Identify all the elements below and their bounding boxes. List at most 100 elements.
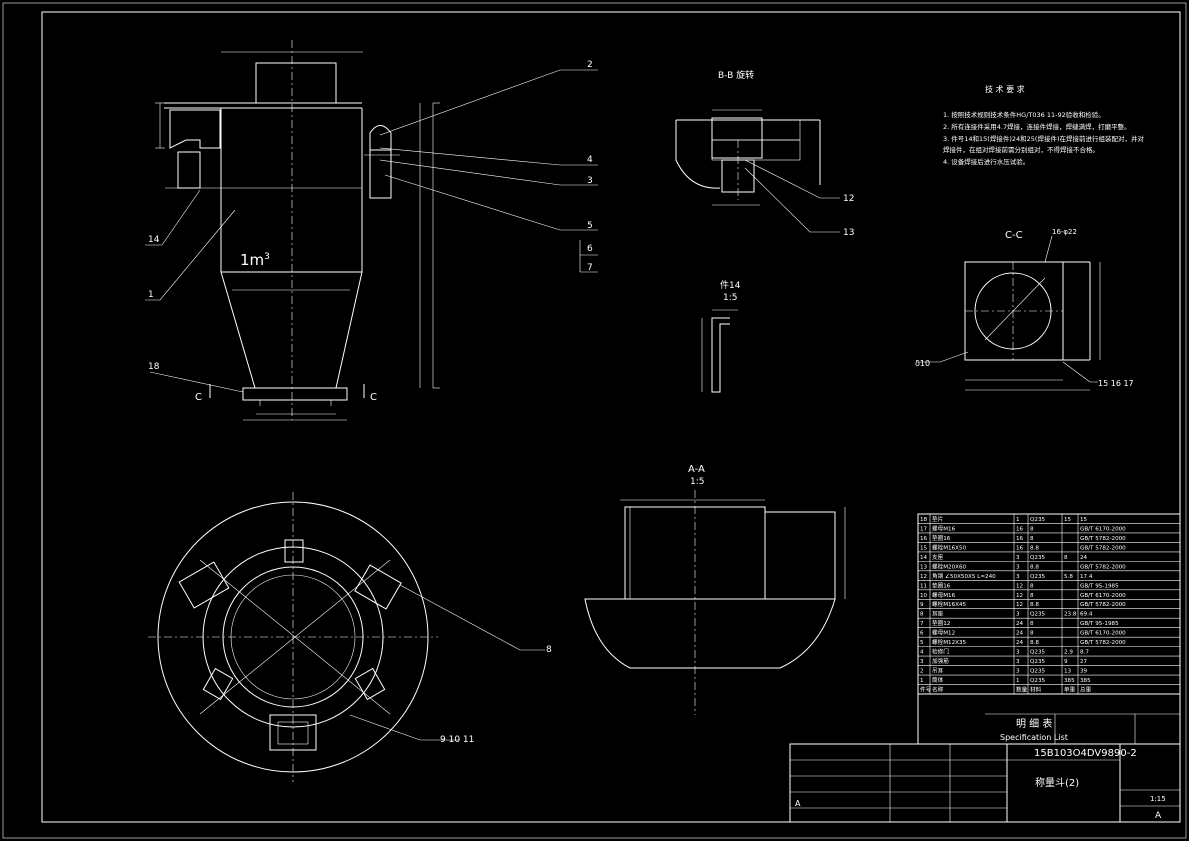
bom-cell: 12 bbox=[1016, 583, 1023, 589]
bom-cell: 15 bbox=[1080, 517, 1088, 523]
bom-cell: 9 bbox=[1064, 659, 1068, 665]
main-elevation-view: C C 1m3 2 4 3 5 6 7 14 1 18 bbox=[145, 40, 598, 421]
bom-cell: 8.8 bbox=[1030, 640, 1039, 646]
bom-cell: 吊耳 bbox=[932, 668, 944, 675]
bom-cell: 8 bbox=[1030, 593, 1034, 599]
callout-5: 5 bbox=[587, 221, 593, 231]
bom-header-cell: 数量 bbox=[1016, 686, 1028, 694]
bom-cell: 3 bbox=[1016, 669, 1020, 675]
bom-cell: GB/T 5782-2000 bbox=[1080, 640, 1126, 646]
bom-cell: 1 bbox=[1016, 678, 1020, 684]
bom-cell: 螺栓M20X60 bbox=[932, 562, 967, 570]
bom-cell: 24 bbox=[1016, 631, 1024, 637]
bom-cell: 8.7 bbox=[1080, 650, 1089, 656]
bom-cell: 垫圈16 bbox=[932, 534, 951, 542]
bom-cell: 12 bbox=[920, 574, 927, 580]
bom-cell: 螺栓M16X50 bbox=[932, 543, 967, 551]
bom-cell: Q235 bbox=[1030, 650, 1046, 656]
bom-cell: 支座 bbox=[932, 553, 944, 561]
callout-13: 13 bbox=[843, 228, 854, 238]
bom-cell: 加强筋 bbox=[932, 657, 949, 665]
bom-header-cell: 材料 bbox=[1030, 686, 1042, 694]
bom-cell: GB/T 95-1985 bbox=[1080, 583, 1119, 589]
bom-cell: 5 bbox=[920, 640, 924, 646]
bom-cell: 螺母M16 bbox=[932, 591, 956, 599]
bom-cell: 15 bbox=[920, 545, 928, 551]
bom-cell: 18 bbox=[920, 517, 928, 523]
bom-cell: 8.8 bbox=[1030, 602, 1039, 608]
bom-cell: 8 bbox=[1030, 621, 1034, 627]
bom-cell: 3 bbox=[920, 659, 924, 665]
callout-1: 1 bbox=[148, 290, 154, 300]
bom-cell: GB/T 6170-2000 bbox=[1080, 593, 1126, 599]
bom-cell: 9 bbox=[920, 602, 924, 608]
bom-cell: GB/T 6170-2000 bbox=[1080, 631, 1126, 637]
bom-cell: 12 bbox=[1016, 593, 1023, 599]
bom-cell: 39 bbox=[1080, 669, 1088, 675]
bom-cell: 3 bbox=[1016, 650, 1020, 656]
drawing-frame bbox=[41, 11, 1181, 823]
part-14-detail: 件14 1:5 bbox=[701, 279, 741, 393]
bom-cell: 角钢 ∠50X50X5 L=240 bbox=[932, 572, 996, 580]
callout-7: 7 bbox=[587, 263, 593, 273]
bom-cell: 8.8 bbox=[1030, 545, 1039, 551]
bom-cell: 16 bbox=[1016, 545, 1024, 551]
bom-cell: 螺母M16 bbox=[932, 524, 956, 532]
sheet-letter: A bbox=[1155, 811, 1162, 821]
bom-cell: 385 bbox=[1080, 678, 1091, 684]
bom-cell: 筒体 bbox=[932, 676, 944, 684]
bom-cell: 69.4 bbox=[1080, 612, 1093, 618]
bom-cell: GB/T 5782-2000 bbox=[1080, 536, 1126, 542]
bom-header-cell: 名称 bbox=[932, 686, 944, 694]
tech-req-line-5: 4. 设备焊接后进行水压试验。 bbox=[943, 157, 1029, 166]
part14-title: 件14 bbox=[720, 279, 741, 291]
callout-6: 6 bbox=[587, 244, 593, 254]
bom-cell: Q235 bbox=[1030, 555, 1046, 561]
bom-cell: Q235 bbox=[1030, 517, 1046, 523]
bom-cell: Q235 bbox=[1030, 669, 1046, 675]
section-c-right: C bbox=[370, 392, 377, 403]
bom-cell: 13 bbox=[1064, 669, 1072, 675]
bom-cell: 检修门 bbox=[932, 648, 949, 656]
bom-cell: GB/T 5782-2000 bbox=[1080, 602, 1126, 608]
bom-cell: 3 bbox=[1016, 555, 1020, 561]
bom-cell: 15 bbox=[1064, 517, 1072, 523]
bom-cell: 8 bbox=[920, 612, 924, 618]
bom-cell: 1 bbox=[920, 678, 924, 684]
section-cc-title: C-C bbox=[1005, 230, 1023, 241]
spec-title: 明 细 表 bbox=[1016, 717, 1052, 730]
tech-req-line-1: 1. 按照技术规则技术条件HG/T036 11-92验收和检验。 bbox=[943, 110, 1105, 119]
drawing-number: 15B103O4DV9890-2 bbox=[1034, 748, 1137, 759]
bom-cell: 16 bbox=[1016, 526, 1024, 532]
callout-2: 2 bbox=[587, 60, 593, 70]
bom-cell: 16 bbox=[920, 536, 928, 542]
bom-cell: 1 bbox=[1016, 517, 1020, 523]
bom-cell: 8 bbox=[1030, 536, 1034, 542]
bom-cell: 24 bbox=[1080, 555, 1088, 561]
section-aa-title: A-A bbox=[688, 464, 705, 475]
hole-note: 16-φ22 bbox=[1052, 228, 1077, 236]
bom-cell: 24 bbox=[1016, 640, 1024, 646]
callout-3: 3 bbox=[587, 176, 593, 186]
bom-cell: 2 bbox=[920, 669, 924, 675]
bom-cell: 3 bbox=[1016, 659, 1020, 665]
section-bb-title: B-B 旋转 bbox=[718, 69, 754, 81]
section-c-left: C bbox=[195, 392, 202, 403]
bom-cell: GB/T 6170-2000 bbox=[1080, 526, 1126, 532]
callout-18: 18 bbox=[148, 362, 160, 372]
technical-requirements: 技 术 要 求 1. 按照技术规则技术条件HG/T036 11-92验收和检验。… bbox=[943, 84, 1144, 166]
plan-view: 8 9 10 11 bbox=[148, 492, 552, 782]
bom-cell: 3 bbox=[1016, 564, 1020, 570]
bom-cell: 8.8 bbox=[1030, 564, 1039, 570]
bom-cell: 8 bbox=[1064, 555, 1068, 561]
tech-req-line-4: 焊接件，在组对焊接前需分别组对，不得焊接不合格。 bbox=[943, 145, 1099, 154]
callout-delta10: δ10 bbox=[915, 359, 930, 368]
section-aa-view: A-A 1:5 bbox=[584, 464, 846, 715]
bom-cell: Q235 bbox=[1030, 612, 1046, 618]
bom-cell: 14 bbox=[920, 555, 928, 561]
bom-cell: 螺母M12 bbox=[932, 629, 955, 637]
bom-header-cell: 单重 bbox=[1064, 686, 1076, 694]
